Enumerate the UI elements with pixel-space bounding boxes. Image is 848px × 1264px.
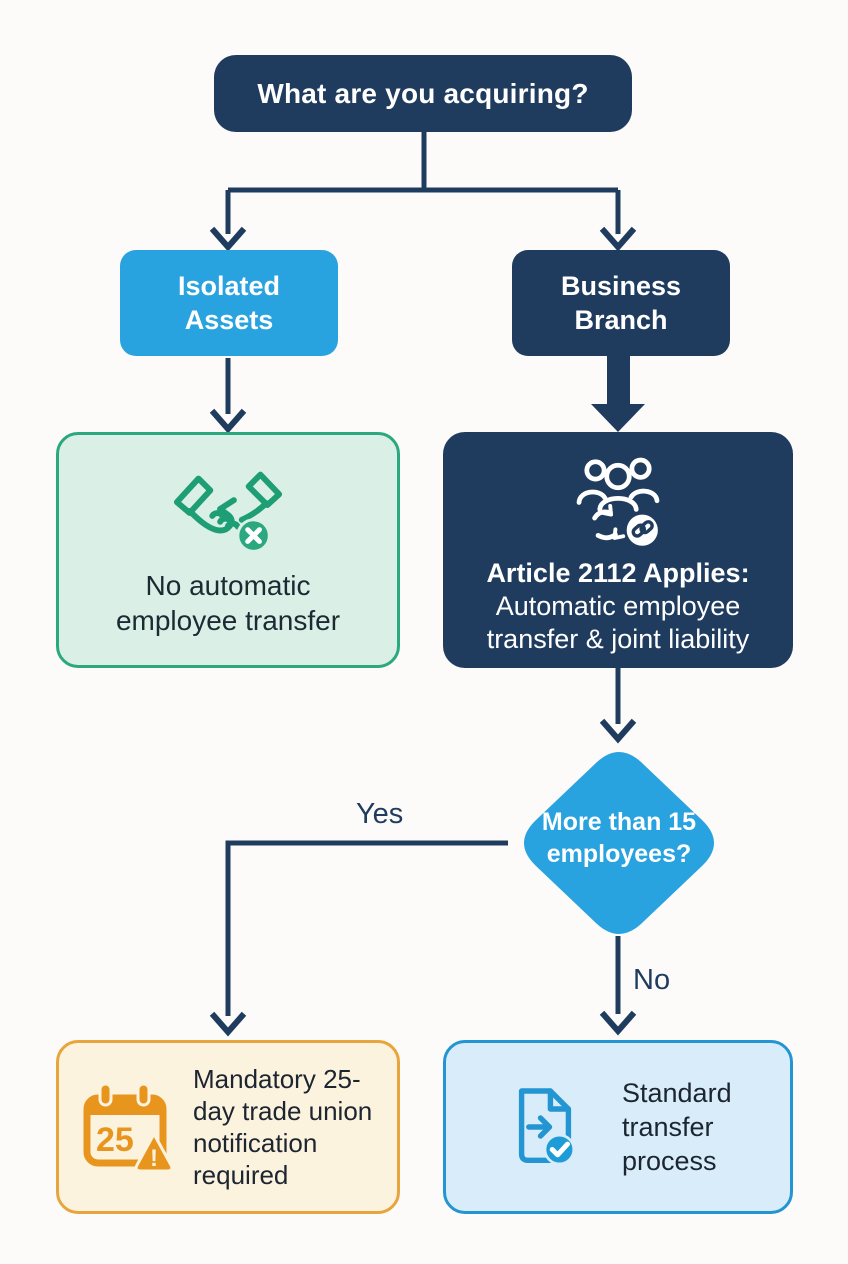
- outcome-article-title: Article 2112 Applies:: [486, 557, 750, 588]
- outcome-standard-process-node: Standard transfer process: [443, 1040, 793, 1214]
- outcome-standard-line3: process: [622, 1146, 717, 1176]
- branch-business-branch-node: Business Branch: [512, 250, 730, 356]
- outcome-union-line3: notification: [193, 1128, 318, 1158]
- outcome-no-transfer-line2: employee transfer: [115, 605, 341, 636]
- branch-business-label-line1: Business: [560, 271, 682, 301]
- outcome-union-line1: Mandatory 25-: [193, 1064, 361, 1094]
- outcome-union-notification-node: 25 ! Mandatory 25- day trade union notif…: [56, 1040, 400, 1214]
- calendar-day-number: 25: [96, 1121, 134, 1159]
- branch-isolated-assets-node: Isolated Assets: [120, 250, 338, 356]
- decision-line2: employees?: [546, 840, 692, 868]
- handshake-declined-icon: [173, 471, 283, 553]
- decision-diamond-shape: [524, 752, 714, 934]
- edge-no-label: No: [633, 964, 671, 996]
- outcome-standard-line2: transfer: [622, 1112, 714, 1142]
- document-transfer-check-icon: [518, 1088, 576, 1166]
- branch-isolated-label-line1: Isolated: [177, 271, 281, 301]
- root-question-label: What are you acquiring?: [257, 77, 589, 109]
- outcome-article-line1: Automatic employee: [495, 590, 741, 621]
- warning-exclamation-mark: !: [150, 1145, 158, 1172]
- outcome-standard-line1: Standard: [622, 1078, 732, 1108]
- outcome-no-transfer-node: No automatic employee transfer: [56, 432, 400, 668]
- root-question-node: What are you acquiring?: [214, 55, 632, 132]
- branch-business-label-line2: Branch: [574, 305, 668, 335]
- decision-node-label: More than 15 employees?: [506, 806, 732, 870]
- outcome-union-line4: required: [193, 1160, 289, 1190]
- decision-line1: More than 15: [541, 808, 697, 836]
- outcome-article-line2: transfer & joint liability: [486, 623, 750, 654]
- edge-yes-label: Yes: [356, 798, 404, 830]
- employee-group-link-icon: [576, 457, 660, 546]
- calendar-25-warning-icon: 25 !: [83, 1082, 174, 1173]
- block-arrow: [591, 356, 645, 432]
- outcome-article-2112-node: Article 2112 Applies: Automatic employee…: [443, 432, 793, 668]
- outcome-no-transfer-line1: No automatic: [145, 570, 311, 601]
- branch-isolated-label-line2: Assets: [184, 305, 274, 335]
- outcome-union-line2: day trade union: [193, 1096, 373, 1126]
